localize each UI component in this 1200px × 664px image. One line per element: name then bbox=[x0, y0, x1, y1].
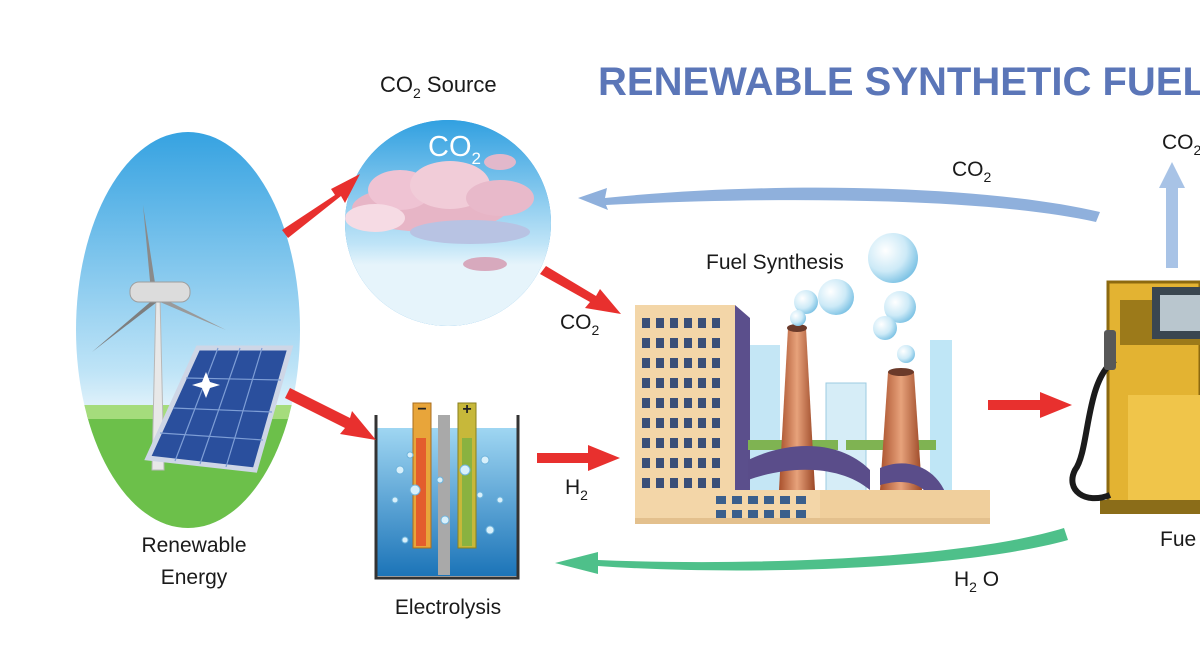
arrow-h2-to-synthesis bbox=[537, 445, 620, 471]
fuel-synthesis-label: Fuel Synthesis bbox=[706, 251, 844, 274]
anode-plus-label: + bbox=[462, 401, 471, 418]
arrow-synthesis-to-fuel bbox=[988, 392, 1072, 418]
arrow-energy-to-co2-source bbox=[282, 174, 360, 238]
fuel-synthesis-plant-icon bbox=[635, 233, 990, 524]
flow-label-h2o: H2 O bbox=[954, 568, 999, 595]
steam-bubbles bbox=[790, 233, 918, 363]
arrow-h2o-return bbox=[555, 528, 1068, 574]
flow-label-co2-to-synthesis: CO2 bbox=[560, 311, 600, 338]
fuel-pump-icon bbox=[1069, 280, 1200, 514]
solar-panel-icon bbox=[144, 345, 294, 473]
fuel-station-label: Fue bbox=[1160, 528, 1196, 551]
co2-source-node bbox=[345, 120, 551, 326]
flow-label-h2: H2 bbox=[565, 476, 588, 503]
cloud-icon bbox=[345, 154, 534, 271]
flow-label-co2-exhaust: CO2 bbox=[1162, 131, 1200, 158]
diagram-title: RENEWABLE SYNTHETIC FUEL bbox=[598, 60, 1200, 104]
wind-turbine-icon bbox=[92, 205, 226, 471]
renewable-energy-label-line1: Renewable bbox=[141, 534, 246, 557]
arrow-energy-to-electrolysis bbox=[285, 388, 376, 440]
co2-source-label: CO2 Source bbox=[380, 72, 497, 101]
electrolysis-label: Electrolysis bbox=[395, 596, 501, 619]
renewable-energy-label-line2: Energy bbox=[161, 566, 228, 589]
cathode-minus-label: − bbox=[417, 401, 426, 418]
sun-glint-icon bbox=[192, 372, 220, 398]
co2-bubble-label: CO2 bbox=[428, 131, 481, 168]
flow-label-co2-return: CO2 bbox=[952, 158, 992, 185]
electrolysis-tank-icon bbox=[374, 402, 520, 580]
arrow-co2-exhaust bbox=[1159, 162, 1185, 268]
arrow-co2-return bbox=[578, 187, 1100, 222]
red-flow-arrows bbox=[282, 174, 1072, 471]
renewable-energy-node bbox=[76, 132, 300, 528]
arrow-co2-to-synthesis bbox=[540, 266, 621, 314]
